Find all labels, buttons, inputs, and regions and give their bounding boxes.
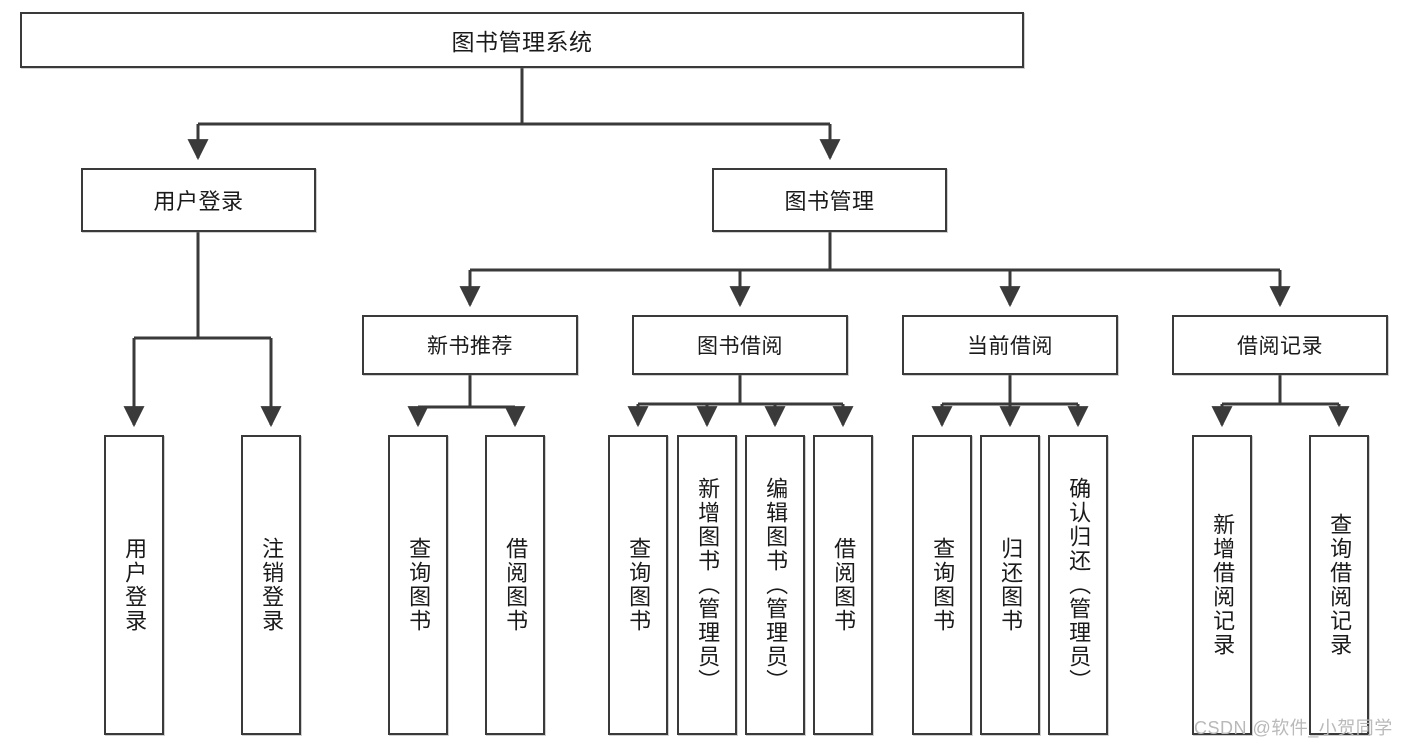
node-label: 确认归还（管理员） <box>1066 477 1092 693</box>
node-label: 借阅图书 <box>831 537 857 633</box>
leaf-book-borrow-add[interactable]: 新增图书（管理员） <box>677 435 737 735</box>
leaf-borrow-record-query[interactable]: 查询借阅记录 <box>1309 435 1369 735</box>
node-label: 新增图书（管理员） <box>695 477 721 693</box>
leaf-current-borrow-return[interactable]: 归还图书 <box>980 435 1040 735</box>
leaf-borrow-record-add[interactable]: 新增借阅记录 <box>1192 435 1252 735</box>
node-label: 查询借阅记录 <box>1327 513 1353 657</box>
leaf-book-borrow-query[interactable]: 查询图书 <box>608 435 668 735</box>
node-label: 查询图书 <box>406 537 432 633</box>
leaf-current-borrow-confirm-return[interactable]: 确认归还（管理员） <box>1048 435 1108 735</box>
node-label: 借阅记录 <box>1237 335 1323 358</box>
leaf-user-login-login[interactable]: 用户登录 <box>104 435 164 735</box>
node-label: 图书借阅 <box>697 335 783 358</box>
node-label: 图书管理系统 <box>451 29 593 55</box>
node-label: 查询图书 <box>626 537 652 633</box>
node-book-management[interactable]: 图书管理 <box>712 168 947 232</box>
leaf-book-borrow-edit[interactable]: 编辑图书（管理员） <box>745 435 805 735</box>
csdn-watermark: CSDN @软件_小贺同学 <box>1194 718 1393 738</box>
leaf-book-borrow-borrow[interactable]: 借阅图书 <box>813 435 873 735</box>
node-current-borrow[interactable]: 当前借阅 <box>902 315 1118 375</box>
node-label: 当前借阅 <box>967 335 1053 358</box>
node-book-borrow[interactable]: 图书借阅 <box>632 315 848 375</box>
node-label: 新增借阅记录 <box>1210 513 1236 657</box>
node-label: 查询图书 <box>930 537 956 633</box>
node-label: 用户登录 <box>122 537 148 633</box>
node-label: 归还图书 <box>998 537 1024 633</box>
node-label: 借阅图书 <box>503 537 529 633</box>
node-label: 注销登录 <box>259 537 285 633</box>
node-label: 新书推荐 <box>427 335 513 358</box>
node-label: 用户登录 <box>153 189 244 214</box>
leaf-user-login-logout[interactable]: 注销登录 <box>241 435 301 735</box>
leaf-new-book-query[interactable]: 查询图书 <box>388 435 448 735</box>
leaf-current-borrow-query[interactable]: 查询图书 <box>912 435 972 735</box>
node-label: 图书管理 <box>784 189 875 214</box>
node-borrow-record[interactable]: 借阅记录 <box>1172 315 1388 375</box>
node-root-system[interactable]: 图书管理系统 <box>20 12 1024 68</box>
node-new-book-recommend[interactable]: 新书推荐 <box>362 315 578 375</box>
node-user-login[interactable]: 用户登录 <box>81 168 316 232</box>
node-label: 编辑图书（管理员） <box>763 477 789 693</box>
leaf-new-book-borrow[interactable]: 借阅图书 <box>485 435 545 735</box>
